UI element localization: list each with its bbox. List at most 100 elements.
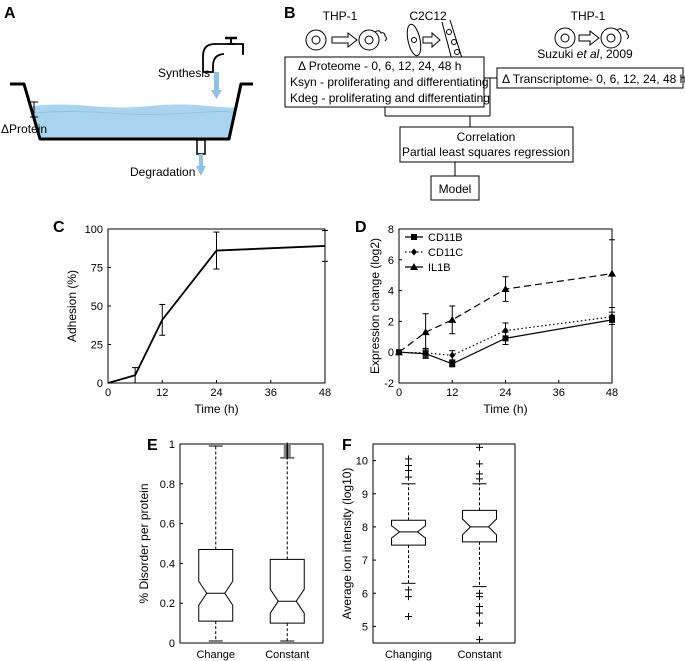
proteome-line-2: Ksyn - proliferating and differentiating: [290, 75, 489, 89]
panel-f-label: F: [342, 437, 352, 454]
degradation-label: Degradation: [130, 165, 195, 179]
category-label: Constant: [457, 649, 501, 661]
panel-e-label: E: [147, 437, 158, 454]
outlier-marker: [476, 603, 483, 611]
y-tick-label: 6: [388, 255, 394, 267]
x-tick-label: 48: [606, 387, 618, 399]
y-tick-label: -2: [384, 378, 394, 390]
y-tick-label: 2: [388, 316, 394, 328]
panel-b-label: B: [284, 5, 296, 22]
outlier-marker: [476, 619, 483, 627]
y-tick-label: 1: [169, 439, 175, 451]
model-box: [430, 175, 480, 201]
panel-a: A Synthesis Degradation ΔProtein: [1, 5, 253, 179]
y-tick-label: 100: [85, 224, 103, 236]
tub-water: [32, 104, 236, 139]
x-tick-label: 36: [553, 387, 565, 399]
x-tick-label: 48: [319, 387, 331, 399]
outlier-marker: [476, 470, 483, 478]
x-tick-label: 24: [499, 387, 511, 399]
tub-outline: [10, 82, 253, 141]
legend-label: CD11C: [428, 247, 463, 259]
outlier-marker: [476, 460, 483, 468]
y-axis-label: Adhesion (%): [65, 270, 79, 342]
outlier-marker: [283, 442, 291, 450]
proteome-line-1: Δ Proteome - 0, 6, 12, 24, 48 h: [298, 59, 461, 73]
y-tick-label: 8: [388, 224, 394, 236]
data-point: [422, 349, 429, 357]
x-tick-label: 0: [396, 387, 402, 399]
box: [462, 509, 497, 543]
y-axis-label: Average ion intensity (log10): [340, 468, 354, 620]
data-point: [608, 269, 616, 277]
outlier-marker: [405, 586, 412, 594]
outlier-marker: [405, 593, 412, 601]
x-tick-label: 0: [105, 387, 111, 399]
cell-label-thp1-right: THP-1: [571, 9, 606, 23]
outlier-marker: [476, 609, 483, 617]
degradation-arrowhead: [196, 166, 206, 176]
thp1-transcriptome-icon: [554, 27, 629, 49]
y-tick-label: 0.8: [160, 479, 175, 491]
y-tick-label: 50: [91, 301, 103, 313]
data-point: [449, 351, 456, 359]
data-point: [502, 327, 509, 335]
c2c12-differentiation-icon: [406, 19, 463, 61]
correlation-line-2: Partial least squares regression: [402, 145, 570, 159]
y-tick-label: 0.4: [160, 558, 175, 570]
correlation-line-1: Correlation: [457, 130, 516, 144]
category-label: Constant: [265, 649, 309, 661]
data-point: [449, 360, 456, 367]
data-point: [501, 285, 510, 293]
thp1-differentiation-icon: [305, 29, 387, 51]
delta-protein-label: ΔProtein: [1, 122, 47, 136]
data-point: [609, 313, 615, 321]
chart-disorder: 00.20.40.60.81% Disorder per proteinChan…: [137, 439, 324, 661]
y-tick-label: 7: [362, 555, 368, 567]
y-tick-label: 0: [388, 347, 394, 359]
y-tick-label: 5: [362, 621, 368, 633]
box: [269, 558, 305, 624]
data-point: [421, 328, 430, 336]
y-tick-label: 4: [388, 286, 394, 298]
y-tick-label: 10: [356, 456, 368, 468]
correlation-box: [399, 126, 574, 163]
x-tick-label: 12: [446, 387, 458, 399]
category-label: Changing: [385, 649, 432, 661]
panel-e: E 00.20.40.60.81% Disorder per proteinCh…: [137, 437, 324, 661]
cell-label-c2c12: C2C12: [409, 9, 447, 23]
data-point: [411, 248, 417, 256]
series-line: [398, 273, 613, 353]
x-tick-label: 36: [265, 387, 277, 399]
synthesis-label: Synthesis: [158, 66, 210, 80]
citation: Suzuki et al, 2009: [537, 47, 633, 61]
outlier-marker: [405, 612, 412, 620]
degradation-flow: [199, 154, 203, 168]
tap-pipe-fill: [224, 46, 242, 56]
x-tick-label: 12: [156, 387, 168, 399]
outlier-marker: [405, 473, 412, 481]
y-tick-label: 0.2: [160, 598, 175, 610]
y-axis-label: % Disorder per protein: [137, 483, 151, 603]
outlier-marker: [476, 636, 483, 644]
y-tick-label: 25: [91, 340, 103, 352]
data-point: [448, 315, 457, 323]
data-point: [395, 348, 403, 356]
panel-d-label: D: [355, 219, 367, 236]
y-tick-label: 0.6: [160, 519, 175, 531]
outlier-marker: [476, 443, 483, 451]
data-point: [411, 234, 417, 240]
transcriptome-text: Δ Transcriptome- 0, 6, 12, 24, 48 h: [502, 72, 685, 86]
legend-label: CD11B: [428, 232, 463, 244]
tub-drain: [196, 139, 206, 155]
y-tick-label: 0: [169, 638, 175, 650]
box: [198, 548, 234, 622]
plot-frame: [372, 443, 516, 644]
y-tick-label: 8: [362, 522, 368, 534]
panel-c-label: C: [53, 219, 65, 236]
